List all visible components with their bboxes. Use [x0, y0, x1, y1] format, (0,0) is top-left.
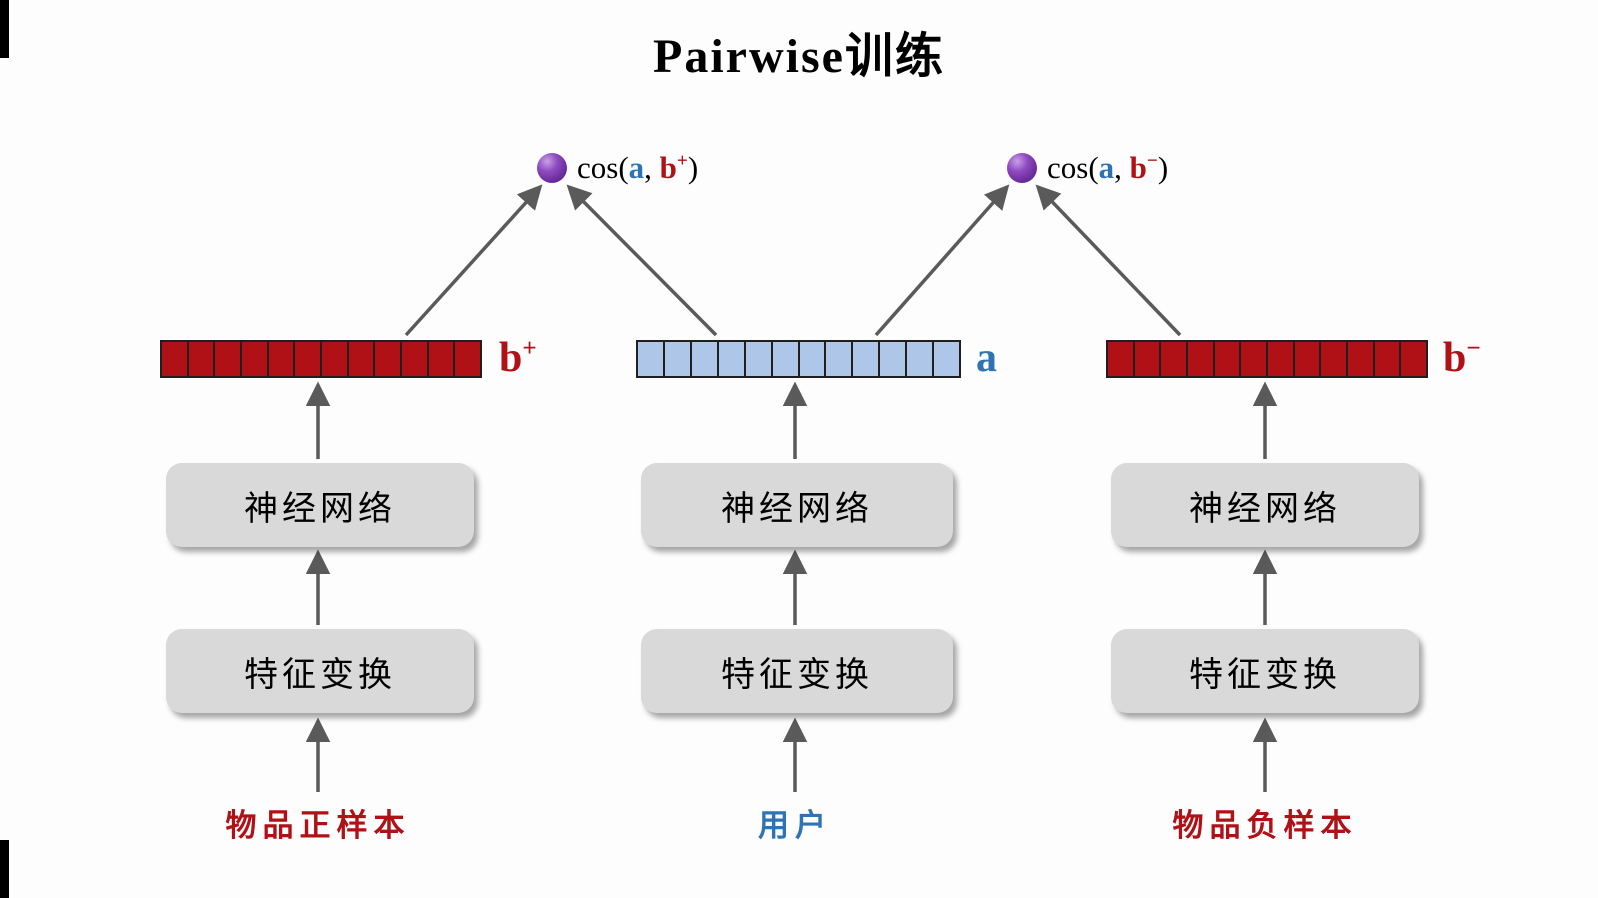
vector-cell	[1241, 342, 1269, 376]
item-vector-symbol: b	[659, 150, 677, 185]
item-negative-embedding-vector	[1106, 340, 1428, 378]
nn-box-label: 神经网络	[1189, 489, 1341, 528]
vector-cell	[1374, 342, 1402, 376]
item-positive-vector-label: b+	[499, 336, 537, 379]
vector-cell	[455, 342, 481, 376]
cos-node-positive: cos(a, b+)	[537, 150, 698, 186]
vector-cell	[799, 342, 827, 376]
nn-box-label: 神经网络	[244, 489, 396, 528]
feature-box-label: 特征变换	[1189, 655, 1341, 694]
vector-cell	[745, 342, 773, 376]
vector-cell	[880, 342, 908, 376]
feature-box-right: 特征变换	[1111, 629, 1419, 713]
nn-box-middle: 神经网络	[641, 463, 953, 547]
vector-cell	[402, 342, 429, 376]
cos-prefix: cos(	[1047, 150, 1099, 185]
item-vector-symbol: b	[1129, 150, 1147, 185]
input-label-user: 用户	[758, 808, 832, 843]
vector-label-char: b	[1443, 335, 1467, 381]
arrow-a-to-cos-left	[566, 184, 718, 337]
vector-cell	[1401, 342, 1427, 376]
item-vector-superscript: −	[1146, 150, 1158, 172]
user-embedding-vector	[636, 340, 961, 378]
vector-label-char: b	[499, 335, 523, 381]
item-negative-vector-label: b−	[1443, 336, 1481, 379]
cos-similarity-label-positive: cos(a, b+)	[577, 150, 698, 186]
vector-cell	[1268, 342, 1295, 376]
item-positive-embedding-vector	[160, 340, 482, 378]
arrow-bminus-to-cos-right	[1035, 184, 1182, 337]
vector-cell	[1348, 342, 1375, 376]
cos-node-negative: cos(a, b−)	[1007, 150, 1168, 186]
feature-box-middle: 特征变换	[641, 629, 953, 713]
vector-cell	[1161, 342, 1189, 376]
vector-cell	[188, 342, 216, 376]
input-label-item-positive: 物品正样本	[225, 808, 411, 843]
screen-edge-artifact-top	[0, 0, 9, 58]
vector-label-char: a	[976, 335, 997, 381]
feature-box-label: 特征变换	[244, 655, 396, 694]
vector-cell	[1134, 342, 1162, 376]
user-vector-label: a	[976, 336, 997, 379]
cos-separator: ,	[644, 150, 660, 185]
cos-node-dot	[1007, 153, 1037, 183]
vector-cell	[853, 342, 881, 376]
vector-cell	[1108, 342, 1135, 376]
nn-box-label: 神经网络	[721, 489, 873, 528]
arrow-a-to-cos-right	[874, 184, 1010, 337]
cos-node-dot	[537, 153, 567, 183]
user-vector-symbol: a	[628, 150, 645, 185]
item-vector-superscript: +	[676, 150, 688, 172]
vector-cell	[1188, 342, 1215, 376]
vector-cell	[1321, 342, 1349, 376]
vector-cell	[428, 342, 456, 376]
feature-box-label: 特征变换	[721, 655, 873, 694]
vector-cell	[242, 342, 269, 376]
vector-cell	[1294, 342, 1322, 376]
nn-box-left: 神经网络	[166, 463, 474, 547]
diagram-title: Pairwise训练	[653, 30, 945, 83]
vector-label-sup: +	[522, 335, 537, 362]
vector-cell	[718, 342, 746, 376]
vector-cell	[1214, 342, 1242, 376]
input-label-item-negative: 物品负样本	[1172, 808, 1358, 843]
cos-separator: ,	[1114, 150, 1130, 185]
vector-cell	[348, 342, 376, 376]
vector-label-sup: −	[1466, 335, 1481, 362]
vector-cell	[295, 342, 323, 376]
vector-cell	[215, 342, 243, 376]
vector-cell	[322, 342, 349, 376]
vector-cell	[772, 342, 800, 376]
vector-cell	[268, 342, 296, 376]
cos-suffix: )	[687, 150, 699, 185]
vector-cell	[826, 342, 854, 376]
vector-cell	[691, 342, 719, 376]
vector-cell	[375, 342, 403, 376]
vector-cell	[638, 342, 665, 376]
cos-similarity-label-negative: cos(a, b−)	[1047, 150, 1168, 186]
user-vector-symbol: a	[1098, 150, 1115, 185]
cos-suffix: )	[1157, 150, 1169, 185]
feature-box-left: 特征变换	[166, 629, 474, 713]
vector-cell	[934, 342, 960, 376]
vector-cell	[907, 342, 935, 376]
arrow-bplus-to-cos-left	[404, 184, 543, 337]
screen-edge-artifact-bottom	[0, 840, 9, 898]
nn-box-right: 神经网络	[1111, 463, 1419, 547]
vector-cell	[664, 342, 692, 376]
cos-prefix: cos(	[577, 150, 629, 185]
vector-cell	[162, 342, 189, 376]
